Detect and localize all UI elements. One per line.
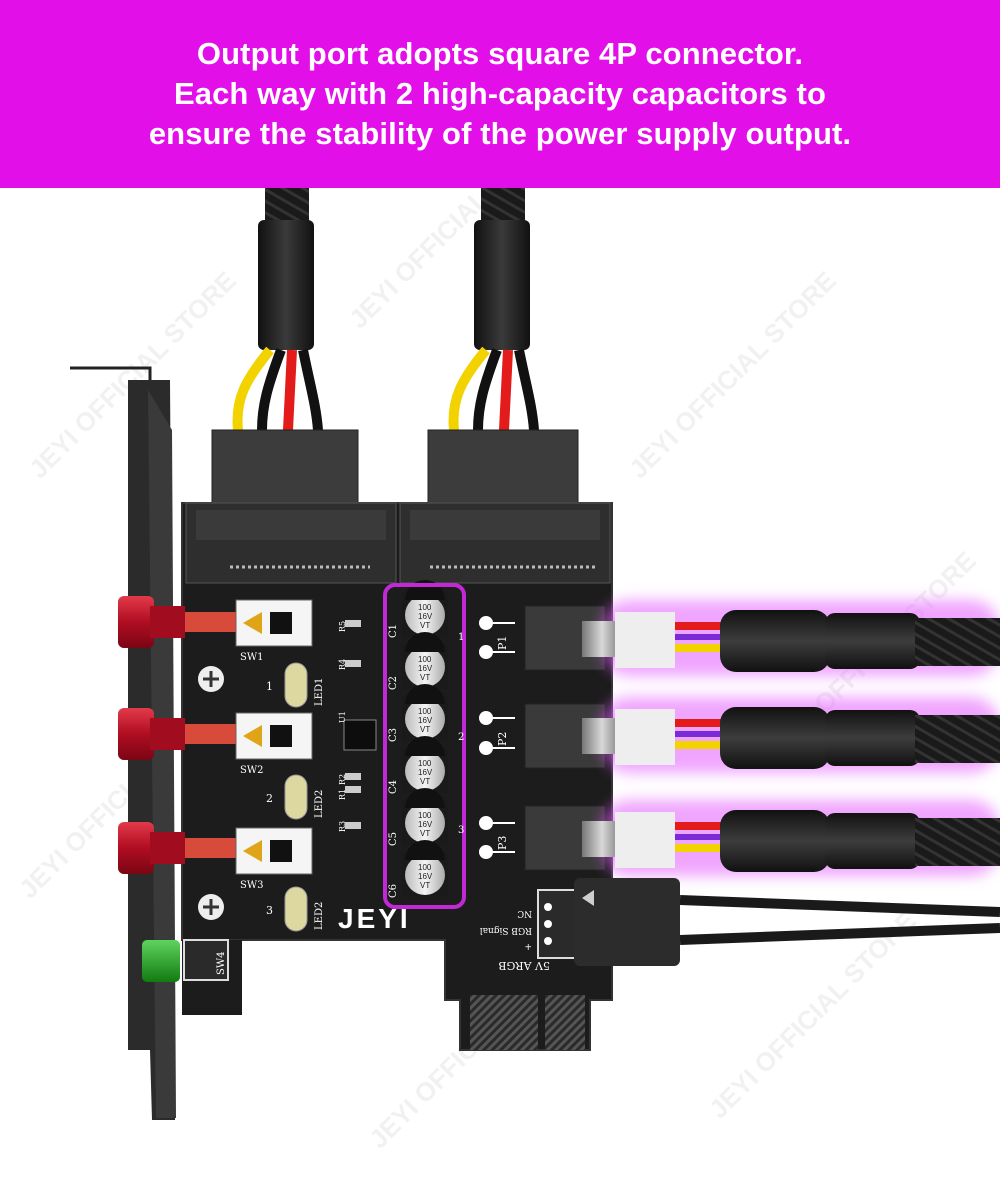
capacitor-c6: 100 16V VT (402, 840, 448, 897)
led-label-2: LED2 (314, 790, 325, 818)
capacitor-marking: 100 (418, 759, 432, 768)
capacitor-c3: 100 16V VT (402, 684, 448, 741)
headline-line-1: Output port adopts square 4P connector. (196, 36, 804, 71)
capacitor-c1: 100 16V VT (402, 580, 448, 637)
channel-number: 3 (458, 825, 464, 836)
capacitor-label-c2: C2 (388, 676, 399, 690)
channel-number: 1 (458, 632, 464, 643)
capacitor-marking: 16V (418, 716, 433, 725)
resistor-label: R2 (338, 774, 347, 785)
switch-label-sw4: SW4 (216, 952, 227, 976)
capacitor-c2: 100 16V VT (402, 632, 448, 689)
capacitor-marking: 16V (418, 872, 433, 881)
channel-number: 2 (458, 732, 464, 743)
argb-connector (537, 878, 1000, 966)
capacitor-marking: 100 (418, 863, 432, 872)
red-push-button-1[interactable] (118, 596, 240, 648)
switch-label-sw2: SW2 (240, 765, 264, 776)
port-label-p1: P1 (496, 636, 509, 650)
capacitor-marking: VT (420, 673, 430, 682)
capacitor-c4: 100 16V VT (402, 736, 448, 793)
red-push-button-2[interactable] (118, 708, 240, 760)
red-push-button-3[interactable] (118, 822, 240, 874)
argb-label: 5V ARGB (498, 959, 550, 972)
control-buttons (118, 596, 377, 982)
capacitor-label-c1: C1 (388, 624, 399, 638)
argb-pin-signal: RGB Signal (480, 925, 532, 935)
silkscreen-labels: SW1 SW2 SW3 SW4 LED1 LED2 LED2 1 2 3 R5 … (216, 621, 550, 975)
fan-cable-1 (582, 600, 1000, 676)
capacitor-marking: 100 (418, 655, 432, 664)
capacitor-label-c5: C5 (388, 832, 399, 846)
port-label-p2: P2 (496, 732, 509, 746)
argb-pin-plus: + (524, 941, 532, 951)
capacitor-marking: 16V (418, 820, 433, 829)
port-label-p3: P3 (496, 836, 509, 850)
capacitor-marking: 16V (418, 612, 433, 621)
sata-connector-1 (185, 429, 397, 584)
capacitor-marking: VT (420, 829, 430, 838)
switch-label-sw3: SW3 (240, 880, 264, 891)
capacitor-highlight-box (383, 583, 466, 909)
capacitor-label-c6: C6 (388, 884, 399, 898)
switch-label-sw1: SW1 (240, 652, 264, 663)
pcie-gold-fingers (470, 995, 538, 1050)
channel-number: 3 (266, 904, 273, 917)
argb-pin-nc: NC (517, 908, 532, 918)
headline-banner: Output port adopts square 4P connector. … (0, 0, 1000, 188)
headline-line-2: Each way with 2 high-capacity capacitors… (173, 76, 827, 111)
resistor-label: R5 (338, 621, 347, 632)
capacitor-marking: 16V (418, 768, 433, 777)
pcie-gold-fingers (545, 995, 585, 1050)
fan-cables (582, 600, 1000, 876)
headline-line-3: ensure the stability of the power supply… (148, 116, 852, 151)
capacitor-marking: 100 (418, 707, 432, 716)
capacitor-label-c3: C3 (388, 728, 399, 742)
chip-label: U1 (338, 711, 347, 723)
resistor-label: R4 (338, 659, 347, 670)
capacitor-marking: VT (420, 777, 430, 786)
led-label-1: LED1 (314, 678, 325, 706)
capacitor-marking: VT (420, 881, 430, 890)
capacitor-c5: 100 16V VT (402, 788, 448, 845)
fan-cable-3 (582, 800, 1000, 876)
capacitor-marking: 100 (418, 603, 432, 612)
watermark-text: JEYI OFFICIAL STORE (623, 266, 842, 485)
channel-number: 1 (266, 680, 273, 693)
capacitor-marking: VT (420, 725, 430, 734)
output-port-p1: P1 1 (458, 605, 606, 671)
resistor-label: R1 (338, 789, 347, 800)
sata-power-cables (232, 188, 539, 431)
capacitor-marking: 16V (418, 664, 433, 673)
capacitor-marking: VT (420, 621, 430, 630)
led-label-3: LED2 (314, 902, 325, 930)
channel-number: 2 (266, 792, 273, 805)
capacitor-array: 100 16V VT 100 16V VT 100 16V VT (383, 580, 466, 909)
product-illustration: JEYI OFFICIAL STORE JEYI OFFICIAL STORE … (13, 188, 1000, 1154)
fan-cable-2 (582, 697, 1000, 773)
resistor-label: R3 (338, 821, 347, 832)
fan-output-ports: P1 1 P2 2 P3 3 (458, 605, 606, 871)
sata-connector-2 (399, 429, 611, 584)
capacitor-marking: 100 (418, 811, 432, 820)
capacitor-label-c4: C4 (388, 780, 399, 794)
green-power-button[interactable] (142, 939, 229, 982)
